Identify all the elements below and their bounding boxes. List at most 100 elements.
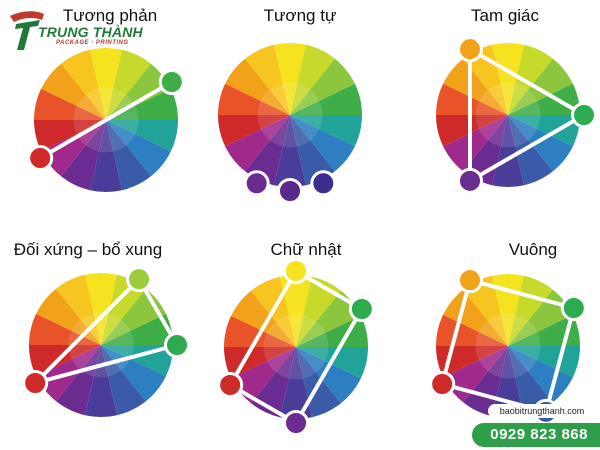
wheel-segment	[290, 58, 355, 115]
website-link[interactable]: baobitrungthanh.com	[488, 404, 596, 418]
color-pick-rectangle	[283, 410, 309, 436]
wheel-segment	[41, 63, 106, 120]
wheel-segment	[218, 115, 290, 147]
wheel-segment	[443, 58, 508, 115]
wheel-segment	[290, 115, 362, 147]
wheel-segment	[218, 83, 290, 115]
wheel-highlight	[257, 82, 323, 148]
wheel-segment	[508, 58, 573, 115]
wheel-segment	[508, 115, 580, 147]
wheel-segment	[101, 313, 173, 345]
wheel-segment	[290, 115, 355, 172]
wheel-segment	[101, 274, 146, 345]
wheel-highlight	[68, 312, 134, 378]
wheel-segment	[251, 347, 296, 418]
wheel-segment	[41, 120, 106, 177]
scheme-connector	[468, 47, 586, 183]
logo-tagline: PACKAGE · PRINTING	[56, 40, 129, 46]
wheel-segment	[106, 88, 178, 120]
color-pick-split	[22, 370, 49, 396]
color-pick-square	[429, 371, 456, 397]
trung-thanh-logo: TRUNG THÀNH PACKAGE · PRINTING	[4, 4, 154, 56]
color-pick-rectangle	[283, 258, 309, 284]
wheel-segment	[296, 315, 368, 347]
wheel-segment	[508, 115, 573, 172]
wheel-segment	[296, 276, 341, 347]
color-wheel-complementary	[27, 48, 185, 192]
color-pick-square	[457, 267, 483, 294]
wheel-segment	[508, 275, 553, 346]
wheel-segment	[231, 347, 296, 404]
wheel-segment	[296, 347, 361, 404]
wheel-segment	[491, 115, 525, 187]
scheme-label-complementary: Tương phản	[62, 6, 158, 25]
scheme-label-rectangle: Chữ nhật	[270, 240, 342, 259]
wheel-segment	[89, 48, 123, 120]
wheel-segment	[106, 63, 171, 120]
wheel-segment	[34, 120, 106, 152]
wheel-segment	[463, 346, 508, 417]
wheel-segment	[290, 83, 362, 115]
color-pick-complementary	[27, 145, 54, 171]
color-wheel-triadic	[436, 36, 597, 194]
scheme-label-analogous: Tương tự	[263, 6, 337, 25]
wheel-segment	[101, 288, 166, 345]
wheel-highlight	[475, 313, 541, 379]
color-wheel-rectangle	[217, 258, 375, 436]
wheel-segment	[231, 290, 296, 347]
wheel-segment	[61, 49, 106, 120]
logo-emblem-icon	[10, 11, 44, 50]
logo-brand-text: TRUNG THÀNH	[38, 24, 143, 40]
scheme-connector	[33, 277, 179, 385]
wheel-segment	[463, 115, 508, 186]
color-pick-split	[164, 332, 190, 358]
wheel-segment	[508, 115, 553, 186]
wheel-segment	[106, 120, 171, 177]
wheel-segment	[443, 115, 508, 172]
color-pick-rectangle	[217, 372, 244, 398]
wheel-segment	[224, 347, 296, 379]
wheel-segment	[436, 346, 508, 378]
wheel-segment	[279, 275, 313, 347]
wheel-segment	[290, 44, 335, 115]
wheel-segment	[279, 347, 313, 419]
color-pick-analogous	[310, 170, 337, 197]
color-pick-analogous	[243, 170, 270, 197]
wheel-segment	[106, 120, 178, 152]
color-pick-triadic	[457, 167, 483, 194]
wheel-segment	[508, 83, 580, 115]
wheel-segment	[463, 44, 508, 115]
color-wheel-split	[22, 266, 190, 417]
color-pick-split	[126, 266, 152, 293]
wheel-segment	[273, 115, 307, 187]
wheel-segment	[225, 115, 290, 172]
wheel-segment	[84, 272, 118, 345]
wheel-segment	[508, 314, 580, 346]
wheel-segment	[491, 43, 525, 115]
wheel-segment	[106, 120, 151, 191]
color-wheel-analogous	[218, 43, 362, 204]
scheme-label-triadic: Tam giác	[470, 6, 540, 25]
wheel-segment	[34, 88, 106, 120]
contact-badge: baobitrungthanh.com 0929 823 868	[472, 399, 600, 450]
scheme-connector	[39, 80, 173, 160]
color-pick-triadic	[571, 102, 597, 128]
color-pick-rectangle	[348, 296, 375, 322]
wheel-segment	[508, 346, 573, 403]
phone-number[interactable]: 0929 823 868	[472, 423, 600, 447]
color-pick-complementary	[158, 69, 185, 95]
wheel-segment	[508, 44, 553, 115]
color-pick-square	[560, 295, 587, 321]
wheel-segment	[56, 345, 101, 416]
color-wheel-square	[429, 267, 587, 425]
wheel-segment	[61, 120, 106, 191]
color-pick-analogous	[277, 178, 303, 204]
wheel-segment	[463, 275, 508, 346]
wheel-segment	[290, 115, 335, 186]
wheel-segment	[245, 115, 290, 186]
wheel-segment	[443, 289, 508, 346]
color-pick-triadic	[457, 36, 483, 63]
scheme-label-split: Đối xứng – bổ xung	[13, 240, 163, 259]
wheel-segment	[296, 290, 361, 347]
wheel-segment	[106, 49, 151, 120]
